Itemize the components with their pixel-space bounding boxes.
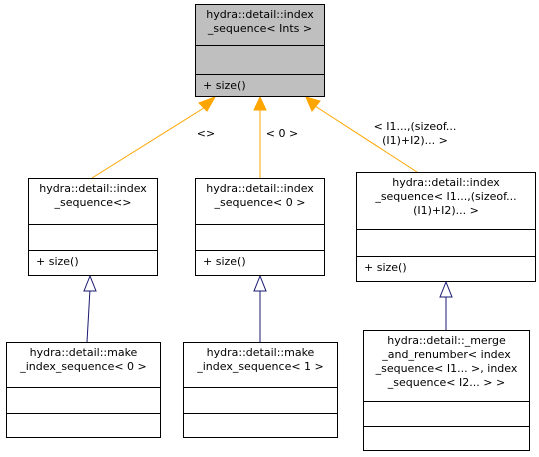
class-node-index-sequence-0[interactable]: hydra::detail::index _sequence< 0 > + si… — [195, 178, 325, 276]
class-node-index-sequence-ints[interactable]: hydra::detail::index _sequence< Ints > +… — [195, 4, 325, 97]
edge-empty-to-make0 — [86, 288, 91, 343]
class-title: hydra::detail::make _index_sequence< 0 > — [20, 346, 147, 373]
arrowhead-root-pack — [305, 96, 321, 112]
arrowhead-root-zero — [253, 95, 267, 111]
attributes-section — [364, 401, 529, 426]
class-title: hydra::detail::index _sequence< 0 > — [206, 182, 314, 209]
operations-section — [184, 413, 337, 437]
operations-section: + size() — [29, 250, 157, 275]
edge-label-pack: < I1...,(sizeof... (I1)+I2)... > — [373, 120, 457, 147]
class-node-index-sequence-pack[interactable]: hydra::detail::index _sequence< I1...,(s… — [356, 172, 536, 282]
edge-root-to-empty — [91, 105, 208, 179]
arrowhead-empty-make0 — [83, 274, 97, 292]
attributes-section — [184, 387, 337, 413]
class-title: hydra::detail::index _sequence< I1...,(s… — [375, 176, 517, 217]
operations-section: + size() — [357, 256, 535, 281]
attributes-section — [196, 224, 324, 250]
inherit-edges — [83, 274, 453, 343]
edge-label-empty: <> — [196, 127, 216, 140]
arrowhead-zero-make1 — [253, 274, 267, 292]
attributes-section — [357, 229, 535, 256]
arrowhead-root-empty — [198, 96, 217, 112]
operations-section: + size() — [196, 250, 324, 275]
class-node-merge-and-renumber[interactable]: hydra::detail::_merge _and_renumber< ind… — [363, 330, 530, 451]
attributes-section — [29, 224, 157, 250]
class-node-make-index-sequence-1[interactable]: hydra::detail::make _index_sequence< 1 > — [183, 342, 338, 438]
template-edges — [91, 95, 418, 179]
class-node-make-index-sequence-0[interactable]: hydra::detail::make _index_sequence< 0 > — [6, 342, 161, 438]
class-node-index-sequence-empty[interactable]: hydra::detail::index _sequence<> + size(… — [28, 178, 158, 276]
class-title: hydra::detail::index _sequence<> — [39, 182, 147, 209]
operations-section: + size() — [196, 74, 324, 96]
edge-label-zero: < 0 > — [265, 127, 299, 140]
arrowhead-pack-merge — [439, 280, 453, 298]
attributes-section — [7, 387, 160, 413]
class-title: hydra::detail::make _index_sequence< 1 > — [197, 346, 324, 373]
class-title: hydra::detail::index _sequence< Ints > — [196, 5, 324, 45]
edge-root-to-pack — [314, 105, 418, 173]
operations-section — [7, 413, 160, 437]
class-title: hydra::detail::_merge _and_renumber< ind… — [375, 334, 518, 389]
attributes-section — [196, 45, 324, 74]
operations-section — [364, 426, 529, 450]
